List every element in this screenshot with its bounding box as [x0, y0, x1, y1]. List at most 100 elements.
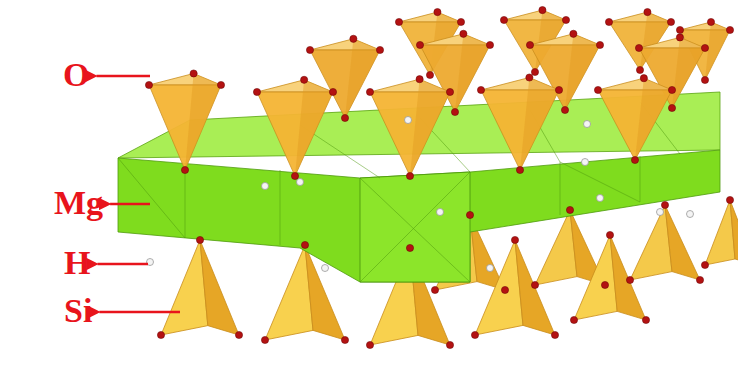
octahedron-edge [560, 162, 561, 215]
oxygen-atom [668, 104, 675, 111]
oxygen-atom [471, 331, 478, 338]
oxygen-atom [341, 114, 348, 121]
hydrogen-atom [597, 195, 604, 202]
octahedron-edge [280, 170, 281, 245]
oxygen-atom [301, 76, 308, 83]
oxygen-atom [291, 172, 298, 179]
oxygen-atom [181, 166, 188, 173]
oxygen-atom [329, 88, 336, 95]
tetrahedron-face [265, 245, 313, 340]
atom-label: H [64, 246, 90, 280]
oxygen-atom [531, 281, 538, 288]
oxygen-atom [631, 156, 638, 163]
hydrogen-atom [297, 179, 304, 186]
oxygen-atom [416, 76, 423, 83]
oxygen-atom [561, 106, 568, 113]
octahedron-edge [360, 178, 470, 282]
oxygen-atom [555, 86, 562, 93]
oxygen-atom [350, 35, 357, 42]
hydrogen-atom [322, 265, 329, 272]
tetrahedron-face [515, 240, 555, 335]
oxygen-atom [366, 88, 373, 95]
oxygen-atom [301, 241, 308, 248]
atom-label: O [63, 58, 89, 92]
tetrahedron-face [672, 37, 705, 108]
oxygen-atom [416, 41, 423, 48]
oxygen-atom [516, 166, 523, 173]
oxygen-atom [511, 236, 518, 243]
oxygen-atoms [145, 6, 738, 348]
atom-label: Mg [54, 186, 103, 220]
octahedron [360, 172, 470, 282]
oxygen-atom [701, 44, 708, 51]
tetrahedron-face [635, 78, 672, 160]
octahedral-front [118, 150, 720, 282]
tetrahedron-face [475, 240, 523, 335]
oxygen-atom [434, 8, 441, 15]
hydrogen-atom [582, 159, 589, 166]
oxygen-atom [145, 81, 152, 88]
oxygen-atom [566, 206, 573, 213]
octahedron-edge [560, 162, 640, 202]
oxygen-atom [601, 281, 608, 288]
oxygen-atom [157, 331, 164, 338]
tetrahedron-face [665, 205, 700, 280]
oxygen-atom [431, 286, 438, 293]
oxygen-atom [644, 8, 651, 15]
octahedron-edge [185, 163, 186, 238]
leader-arrows [96, 76, 180, 312]
oxygen-atom [562, 16, 569, 23]
oxygen-atom [551, 331, 558, 338]
oxygen-atom [642, 316, 649, 323]
tetrahedron-face [200, 240, 239, 335]
leader-arrow [99, 311, 180, 314]
octahedron-edge [118, 158, 185, 238]
oxygen-atom [676, 34, 683, 41]
oxygen-atom [306, 46, 313, 53]
oxygen-atom [606, 231, 613, 238]
hydrogen-atom [405, 117, 412, 124]
oxygen-atom [376, 46, 383, 53]
hydrogen-atom [437, 209, 444, 216]
leader-arrow [110, 203, 150, 206]
oxygen-atom [701, 261, 708, 268]
oxygen-atom [701, 76, 708, 83]
oxygen-atom [460, 30, 467, 37]
tetrahedron-face [535, 210, 577, 285]
hydrogen-atom [262, 183, 269, 190]
oxygen-atom [668, 86, 675, 93]
oxygen-atom [726, 196, 733, 203]
oxygen-atom [466, 211, 473, 218]
oxygen-atom [486, 41, 493, 48]
tetrahedron-face [520, 78, 559, 170]
oxygen-atom [570, 30, 577, 37]
oxygen-atom [661, 201, 668, 208]
upper-tetrahedra [149, 10, 730, 176]
oxygen-atom [726, 26, 733, 33]
oxygen-atom [451, 108, 458, 115]
oxygen-atom [406, 244, 413, 251]
oxygen-atom [196, 236, 203, 243]
tetrahedron-face [295, 80, 333, 176]
tetrahedron-face [161, 240, 208, 335]
oxygen-atom [594, 86, 601, 93]
oxygen-atom [366, 341, 373, 348]
oxygen-atom [676, 26, 683, 33]
octahedron-edge [360, 172, 470, 282]
tetrahedron-face [565, 34, 600, 110]
tetrahedron-face [730, 200, 738, 265]
oxygen-atom [570, 316, 577, 323]
oxygen-atom [605, 18, 612, 25]
tetrahedron-face [345, 39, 380, 118]
oxygen-atom [707, 18, 714, 25]
oxygen-atom [526, 74, 533, 81]
atom-label: Si [64, 294, 92, 328]
leader-arrow [96, 75, 150, 78]
oxygen-atom [596, 41, 603, 48]
tetrahedron-face [630, 205, 672, 280]
oxygen-atom [261, 336, 268, 343]
oxygen-atom [667, 18, 674, 25]
oxygen-atom [341, 336, 348, 343]
oxygen-atom [696, 276, 703, 283]
